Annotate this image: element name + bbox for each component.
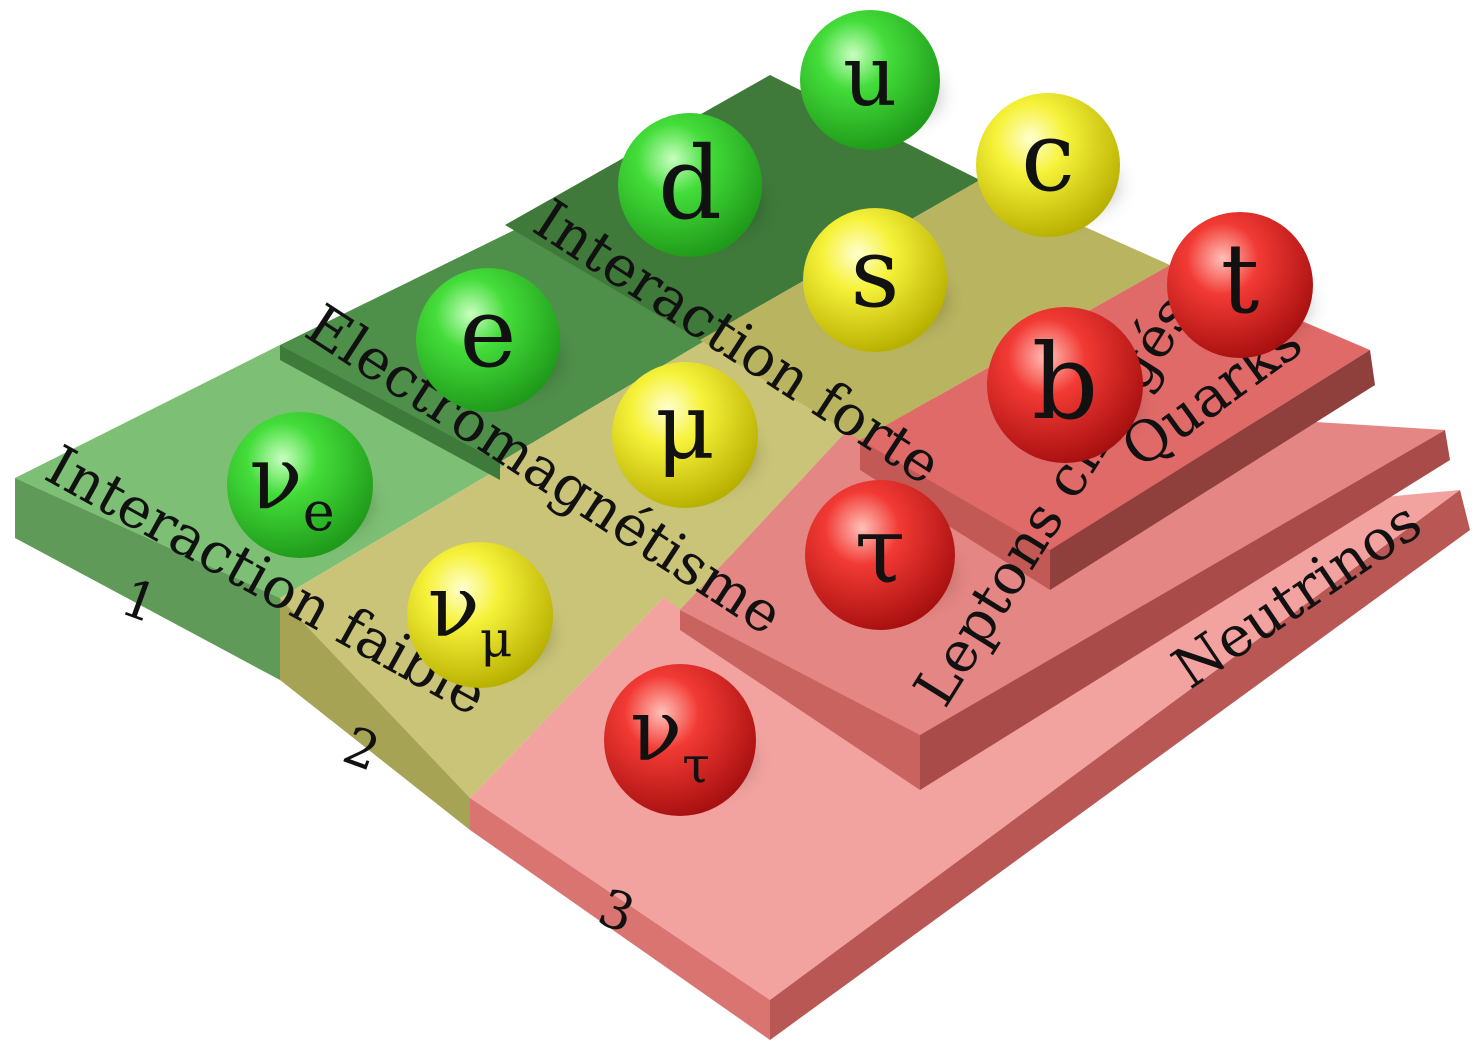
particle-u: u	[800, 10, 940, 150]
symbol-s: s	[850, 217, 899, 329]
symbol-nu-e: ν	[249, 426, 303, 529]
symbol-b: b	[1032, 321, 1099, 443]
subscript-mu: μ	[480, 610, 513, 668]
symbol-u: u	[843, 27, 897, 125]
subscript-tau: τ	[682, 736, 710, 794]
symbol-e: e	[460, 277, 517, 389]
particle-mu: μ	[612, 362, 758, 508]
slab-front-gen1	[15, 478, 280, 680]
particle-e: e	[416, 268, 560, 412]
layer2-right	[920, 430, 1450, 790]
particle-tau: τ	[805, 480, 955, 630]
layer2-front	[280, 345, 500, 480]
slab-front-gen3	[470, 798, 770, 1040]
layer3-right	[1050, 350, 1375, 590]
layer3-front	[860, 440, 1050, 590]
particle-nu-mu: νμ	[407, 542, 553, 688]
particle-b: b	[987, 307, 1143, 463]
subscript-e: e	[303, 480, 335, 543]
symbol-d: d	[658, 125, 722, 242]
particles: u d c s t e	[227, 10, 1313, 816]
particle-s: s	[803, 208, 947, 352]
symbol-tau: τ	[855, 497, 906, 604]
particle-nu-tau: ντ	[604, 664, 756, 816]
layer2-front-red	[680, 610, 920, 790]
svg-text:νμ: νμ	[428, 557, 513, 668]
slab-right-side	[770, 490, 1470, 1040]
slab-front-gen2	[280, 598, 470, 830]
particle-c: c	[976, 93, 1120, 237]
svg-text:ντ: ντ	[630, 681, 710, 794]
symbol-mu: μ	[655, 373, 715, 480]
particle-nu-e: νe	[227, 412, 373, 558]
symbol-c: c	[1021, 101, 1075, 213]
particle-d: d	[618, 113, 762, 257]
symbol-t: t	[1221, 223, 1260, 335]
svg-text:νe: νe	[249, 426, 334, 543]
symbol-nu-tau: ν	[630, 681, 682, 781]
symbol-nu-mu: ν	[428, 557, 480, 657]
particle-t: t	[1167, 212, 1313, 358]
